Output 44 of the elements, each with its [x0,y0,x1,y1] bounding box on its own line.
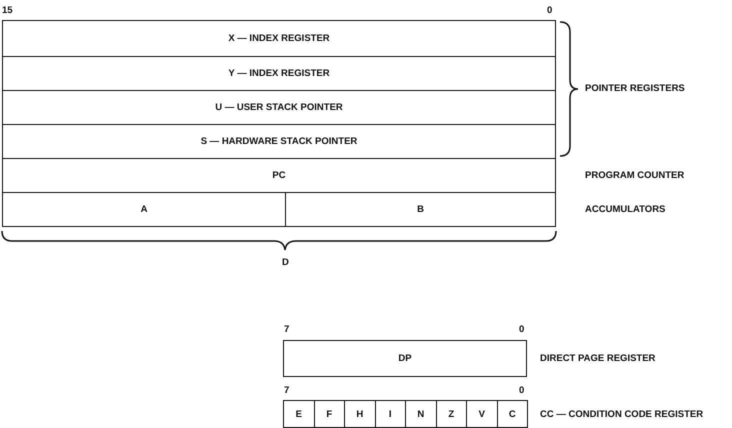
register-name: DP [398,353,412,364]
register-label: PROGRAM COUNTER [585,171,684,180]
register-name: S — HARDWARE STACK POINTER [200,136,358,147]
register-name: C [508,408,516,420]
register-box [374,400,406,428]
register-label: POINTER REGISTERS [585,84,685,94]
register-box [2,56,556,91]
register-box [283,340,527,377]
register-name: PC [272,170,286,181]
register-name: Y — INDEX REGISTER [228,68,330,79]
register-box [2,124,556,159]
register-name: I [388,408,392,420]
register-label: 7 [284,325,290,334]
register-label: 0 [547,6,552,16]
register-name: U — USER STACK POINTER [215,102,343,113]
register-name: F [326,408,332,420]
register-name: B [417,204,424,215]
register-box [283,400,314,428]
register-box [496,400,528,428]
register-name: V [478,408,485,420]
register-box [2,20,556,57]
register-label: 7 [284,386,290,396]
register-box [436,400,467,428]
register-box [2,90,556,125]
register-box [285,192,556,227]
register-box [344,400,376,428]
register-label: 15 [2,6,13,16]
register-name: Z [448,408,454,420]
register-label: ACCUMULATORS [585,205,666,214]
register-name: H [356,408,364,420]
register-box [405,400,436,428]
register-label: 0 [519,325,524,334]
register-box [2,158,556,193]
register-name: X — INDEX REGISTER [228,33,330,44]
register-name: N [417,408,424,420]
register-box [2,192,286,227]
register-label: CC — CONDITION CODE REGISTER [540,410,704,420]
register-box [466,400,498,428]
register-label: D [282,258,289,268]
register-name: A [140,204,148,215]
register-name: E [296,408,302,420]
register-box [314,400,345,428]
register-label: 0 [519,386,524,396]
register-label: DIRECT PAGE REGISTER [540,354,656,364]
